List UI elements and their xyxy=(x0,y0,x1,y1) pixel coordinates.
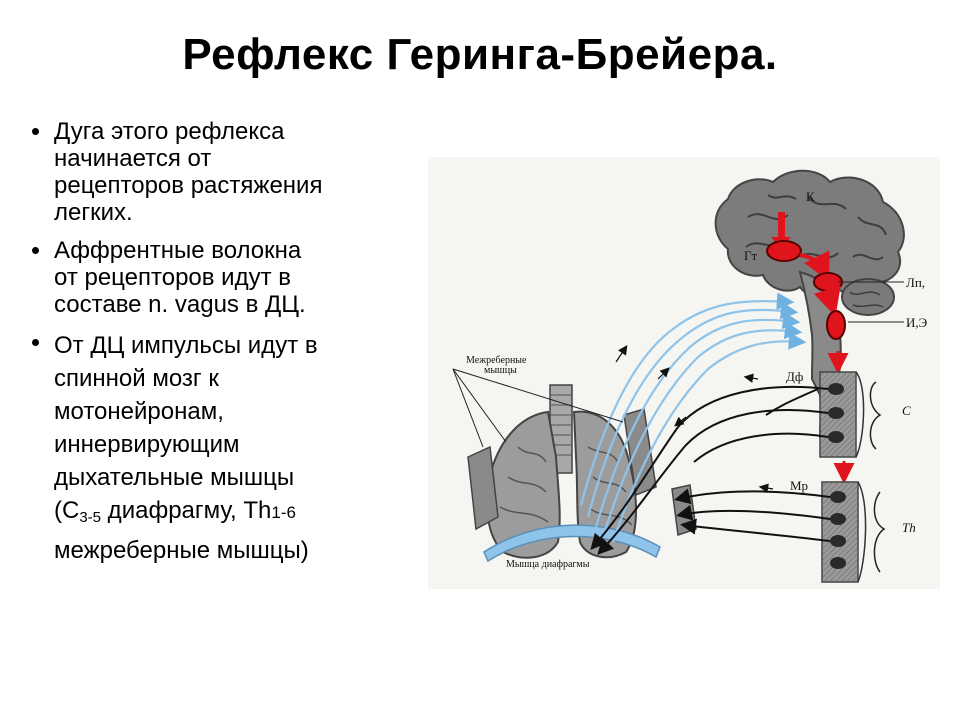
spinal-cord-cervical xyxy=(819,371,882,458)
intercostal-muscle-left xyxy=(467,445,499,531)
formula-middle: диафрагму, Th xyxy=(101,497,272,524)
reflex-diagram-svg: К Гт Лп, И,Э Дф С Мр Th Межреберные мышц… xyxy=(452,169,928,583)
label-diaphragm-neuron: Дф xyxy=(786,369,803,384)
label-intercostal-muscles-2: мышцы xyxy=(484,365,517,376)
bullet-item: От ДЦ импульсы идут в спинной мозг к мот… xyxy=(32,329,427,567)
leader-line xyxy=(452,368,507,443)
bullet-line: иннервирующим xyxy=(54,431,240,458)
direction-arrow-icon xyxy=(657,367,670,380)
cerebellum xyxy=(841,278,895,316)
direction-arrow-icon xyxy=(615,345,628,363)
efferent-fiber xyxy=(597,408,829,555)
bullet-line: От ДЦ импульсы идут в xyxy=(54,332,318,359)
efferent-fibers xyxy=(590,385,831,555)
leader-line xyxy=(452,368,624,423)
cortex-arrow-shaft xyxy=(778,212,785,240)
hypothalamus-arrow-icon xyxy=(799,250,830,282)
brain-hemisphere xyxy=(714,169,905,299)
afferent-fibers xyxy=(579,292,807,543)
bullet-dot-icon xyxy=(32,247,39,254)
bullet-dot-icon xyxy=(32,339,39,346)
leader-line xyxy=(452,368,484,448)
afferent-fiber xyxy=(611,332,807,543)
label-intercostal-neuron: Мр xyxy=(790,478,808,493)
afferent-fiber xyxy=(586,301,799,518)
brain-group xyxy=(714,169,905,438)
bullet-line: составе n. vagus в ДЦ. xyxy=(54,291,306,318)
efferent-fiber xyxy=(674,488,831,505)
label-pons: Лп, xyxy=(906,275,925,290)
nuclei-group xyxy=(766,212,855,484)
bullet-line: от рецепторов идут в xyxy=(54,264,291,291)
lungs-group xyxy=(467,384,697,563)
efferent-fiber xyxy=(590,385,829,551)
label-diaphragm-muscle: Мышца диафрагмы xyxy=(506,559,590,570)
label-medulla: И,Э xyxy=(906,315,928,330)
afferent-fiber xyxy=(579,292,795,506)
label-cervical: С xyxy=(902,403,911,418)
direction-arrow-icon xyxy=(758,483,774,493)
efferent-fiber xyxy=(693,432,829,463)
pons-nucleus xyxy=(813,272,843,292)
bullet-dot-icon xyxy=(32,128,39,135)
bullet-line: Аффрентные волокна xyxy=(54,237,302,264)
bullet-line: рецепторов растяжения xyxy=(54,172,323,199)
spinal-cord-thoracic xyxy=(821,481,886,583)
slide-title: Рефлекс Геринга-Брейера. xyxy=(182,30,778,79)
pons-arrow-icon xyxy=(813,285,841,317)
bullet-item: Дуга этого рефлекса начинается от рецепт… xyxy=(32,118,427,226)
hypothalamus-nucleus xyxy=(766,240,802,262)
bullet-line: начинается от xyxy=(54,145,212,172)
label-cortex: К xyxy=(806,189,815,204)
formula-line: (С3-5 диафрагму, Th1-6 xyxy=(54,494,427,534)
efferent-fiber xyxy=(676,504,831,521)
th-index: 1-6 xyxy=(271,503,296,522)
bullet-item: Аффрентные волокна от рецепторов идут в … xyxy=(32,237,427,318)
bullet-line: мотонейронам, xyxy=(54,398,224,425)
label-intercostal-muscles-1: Межреберные xyxy=(466,355,527,366)
direction-arrow-icon xyxy=(674,416,687,427)
direction-arrow-icon xyxy=(743,373,759,383)
leader-lines xyxy=(452,281,904,448)
bullet-list: Дуга этого рефлекса начинается от рецепт… xyxy=(32,118,427,578)
afferent-fiber xyxy=(601,321,803,538)
formula-open: (С xyxy=(54,497,80,524)
reflex-diagram: К Гт Лп, И,Э Дф С Мр Th Межреберные мышц… xyxy=(428,157,940,589)
direction-arrows xyxy=(615,345,774,493)
intercostal-muscle-lower xyxy=(671,484,697,536)
efferent-fiber xyxy=(765,388,819,416)
bullet-line: дыхательные мышцы xyxy=(54,464,295,491)
bullet-line: межреберные мышцы) xyxy=(54,537,309,564)
bullet-line: Дуга этого рефлекса xyxy=(54,118,285,145)
label-thoracic: Th xyxy=(902,520,916,535)
bullet-line: легких. xyxy=(54,199,133,226)
bullet-line: спинной мозг к xyxy=(54,365,219,392)
label-hypothalamus: Гт xyxy=(744,248,758,263)
efferent-fiber xyxy=(680,518,831,542)
afferent-fiber xyxy=(594,311,801,528)
c-subscript: 3-5 xyxy=(79,509,102,526)
medulla-nucleus xyxy=(826,310,846,340)
